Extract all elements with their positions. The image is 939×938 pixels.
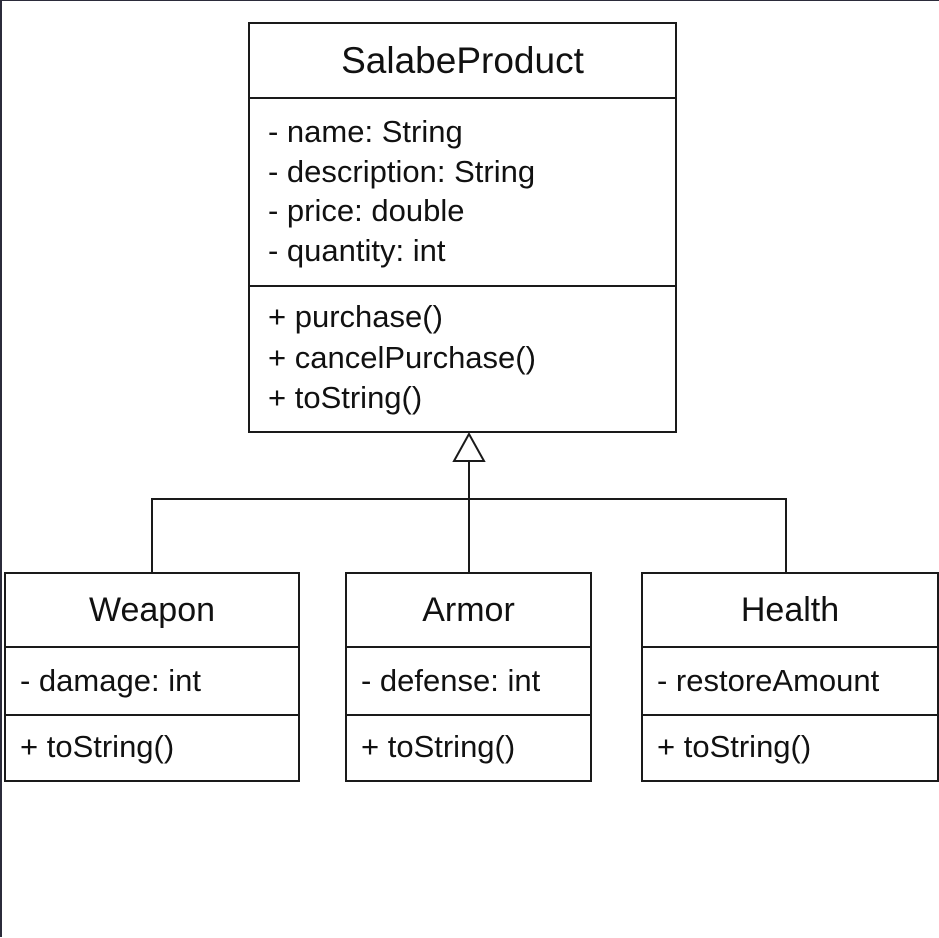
attribute-description: - description: String (268, 153, 536, 189)
class-name: SalabeProduct (250, 24, 675, 99)
method-cancel-purchase: + cancelPurchase() (268, 339, 536, 375)
method-to-string: + toString() (657, 729, 812, 764)
class-weapon: Weapon - damage: int + toString() (4, 572, 300, 782)
class-name: Weapon (6, 574, 298, 648)
class-salabe-product: SalabeProduct - name: String - descripti… (248, 22, 677, 433)
class-armor: Armor - defense: int + toString() (345, 572, 592, 782)
attribute-defense: - defense: int (361, 663, 541, 698)
methods-section: + toString() (347, 716, 590, 766)
class-name: Health (643, 574, 937, 648)
attribute-price: - price: double (268, 193, 465, 228)
method-to-string: + toString() (361, 729, 516, 764)
methods-section: + purchase() + cancelPurchase() + toStri… (250, 287, 675, 419)
attributes-section: - damage: int (6, 648, 298, 716)
generalization-arrowhead (452, 431, 486, 462)
method-purchase: + purchase() (268, 299, 443, 334)
attribute-name: - name: String (268, 114, 463, 149)
attributes-section: - name: String - description: String - p… (250, 99, 675, 287)
method-to-string: + toString() (20, 729, 175, 764)
attribute-restore-amount: - restoreAmount (657, 663, 880, 698)
methods-section: + toString() (643, 716, 937, 766)
attributes-section: - restoreAmount (643, 648, 937, 716)
class-name: Armor (347, 574, 590, 648)
attribute-damage: - damage: int (20, 663, 201, 698)
methods-section: + toString() (6, 716, 298, 766)
class-health: Health - restoreAmount + toString() (641, 572, 939, 782)
method-to-string: + toString() (268, 380, 423, 415)
attributes-section: - defense: int (347, 648, 590, 716)
attribute-quantity: - quantity: int (268, 232, 446, 268)
